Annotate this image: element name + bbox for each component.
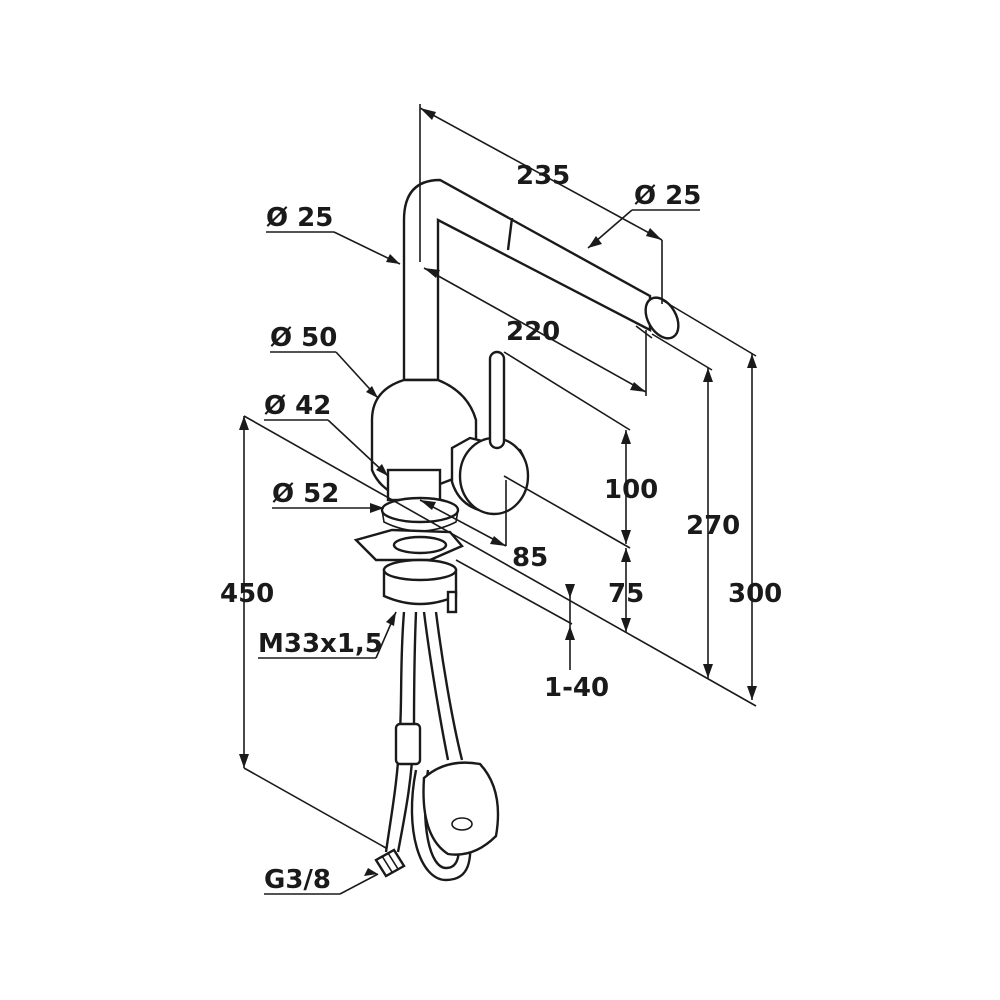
dim-85-line bbox=[419, 499, 507, 547]
thread-stud bbox=[446, 590, 458, 614]
connector-hex bbox=[381, 852, 399, 873]
hose-weight bbox=[422, 761, 500, 856]
label-g38: G3/8 bbox=[264, 865, 331, 895]
arrow-100-bottom bbox=[621, 530, 631, 544]
arrow-g38 bbox=[364, 868, 378, 876]
g38-connector bbox=[374, 848, 406, 878]
arrow-300-top bbox=[747, 354, 757, 368]
arrow-270-top bbox=[703, 368, 713, 382]
thread-ring bbox=[392, 535, 448, 555]
spray-outlet bbox=[635, 325, 653, 339]
label-220: 220 bbox=[506, 317, 560, 347]
main-body bbox=[370, 378, 478, 500]
label-d25-tip: Ø 25 bbox=[634, 181, 701, 211]
nut-top bbox=[382, 558, 458, 582]
rosette bbox=[380, 496, 460, 524]
arrow-75-top bbox=[621, 548, 631, 562]
arrow-450-top bbox=[239, 416, 249, 430]
arrow-d42 bbox=[376, 464, 388, 476]
arrow-100-top bbox=[621, 430, 631, 444]
arrow-d25-tube bbox=[386, 254, 400, 264]
faucet-outline bbox=[353, 178, 680, 882]
counter-bottom-line bbox=[455, 559, 573, 625]
label-300: 300 bbox=[728, 579, 782, 609]
ext-300-top bbox=[661, 299, 757, 357]
arrow-1-40-top bbox=[565, 584, 575, 598]
arrow-235-right bbox=[646, 228, 662, 240]
spout-tube bbox=[402, 178, 652, 382]
label-d25-tube: Ø 25 bbox=[266, 203, 333, 233]
label-1-40: 1-40 bbox=[544, 673, 609, 703]
label-235: 235 bbox=[516, 161, 570, 191]
neck bbox=[386, 468, 442, 502]
dim-220-line bbox=[423, 267, 647, 393]
leader-d42 bbox=[327, 419, 389, 477]
arrow-85-right bbox=[490, 536, 506, 546]
label-450: 450 bbox=[220, 579, 274, 609]
spray-head-end bbox=[644, 296, 680, 340]
arrow-d25-tip bbox=[588, 236, 602, 248]
label-d50: Ø 50 bbox=[270, 323, 337, 353]
label-85: 85 bbox=[512, 543, 548, 573]
hose-right bbox=[422, 611, 450, 761]
ext-100-bottom bbox=[503, 475, 631, 549]
dimension-lines bbox=[243, 104, 757, 895]
label-d42: Ø 42 bbox=[264, 391, 331, 421]
arrow-75-bottom bbox=[621, 618, 631, 632]
arrow-300-bottom bbox=[747, 686, 757, 700]
label-100: 100 bbox=[604, 475, 658, 505]
spray-head-seam bbox=[506, 217, 514, 251]
lever-handle bbox=[488, 350, 506, 450]
hose-clip bbox=[394, 722, 422, 766]
arrow-1-40-bottom bbox=[565, 626, 575, 640]
arrow-d52 bbox=[370, 503, 384, 513]
arrow-450-bottom bbox=[239, 754, 249, 768]
ext-100-top bbox=[503, 351, 631, 431]
counter-surface-line bbox=[243, 415, 757, 707]
label-75: 75 bbox=[608, 579, 644, 609]
arrowheads bbox=[239, 108, 757, 876]
weight-slot bbox=[451, 817, 473, 831]
hose-right-inner bbox=[434, 611, 464, 761]
dimension-labels: 235 Ø 25 Ø 25 220 Ø 50 Ø 42 Ø 52 100 270… bbox=[220, 161, 782, 895]
arrow-85-left bbox=[420, 500, 436, 510]
arrow-235-left bbox=[420, 108, 436, 120]
arrow-m33 bbox=[386, 612, 396, 626]
label-270: 270 bbox=[686, 511, 740, 541]
arrow-d50 bbox=[366, 386, 378, 398]
leader-g38 bbox=[339, 873, 379, 895]
arrow-220-left bbox=[424, 268, 440, 278]
arrow-270-bottom bbox=[703, 664, 713, 678]
ext-270-top bbox=[651, 333, 713, 371]
ext-450-bottom bbox=[243, 767, 387, 849]
lever-disc bbox=[458, 436, 530, 516]
pullout-hose-loop bbox=[410, 769, 472, 882]
label-d52: Ø 52 bbox=[272, 479, 339, 509]
label-m33: M33x1,5 bbox=[258, 629, 383, 659]
arrow-220-right bbox=[630, 382, 646, 392]
